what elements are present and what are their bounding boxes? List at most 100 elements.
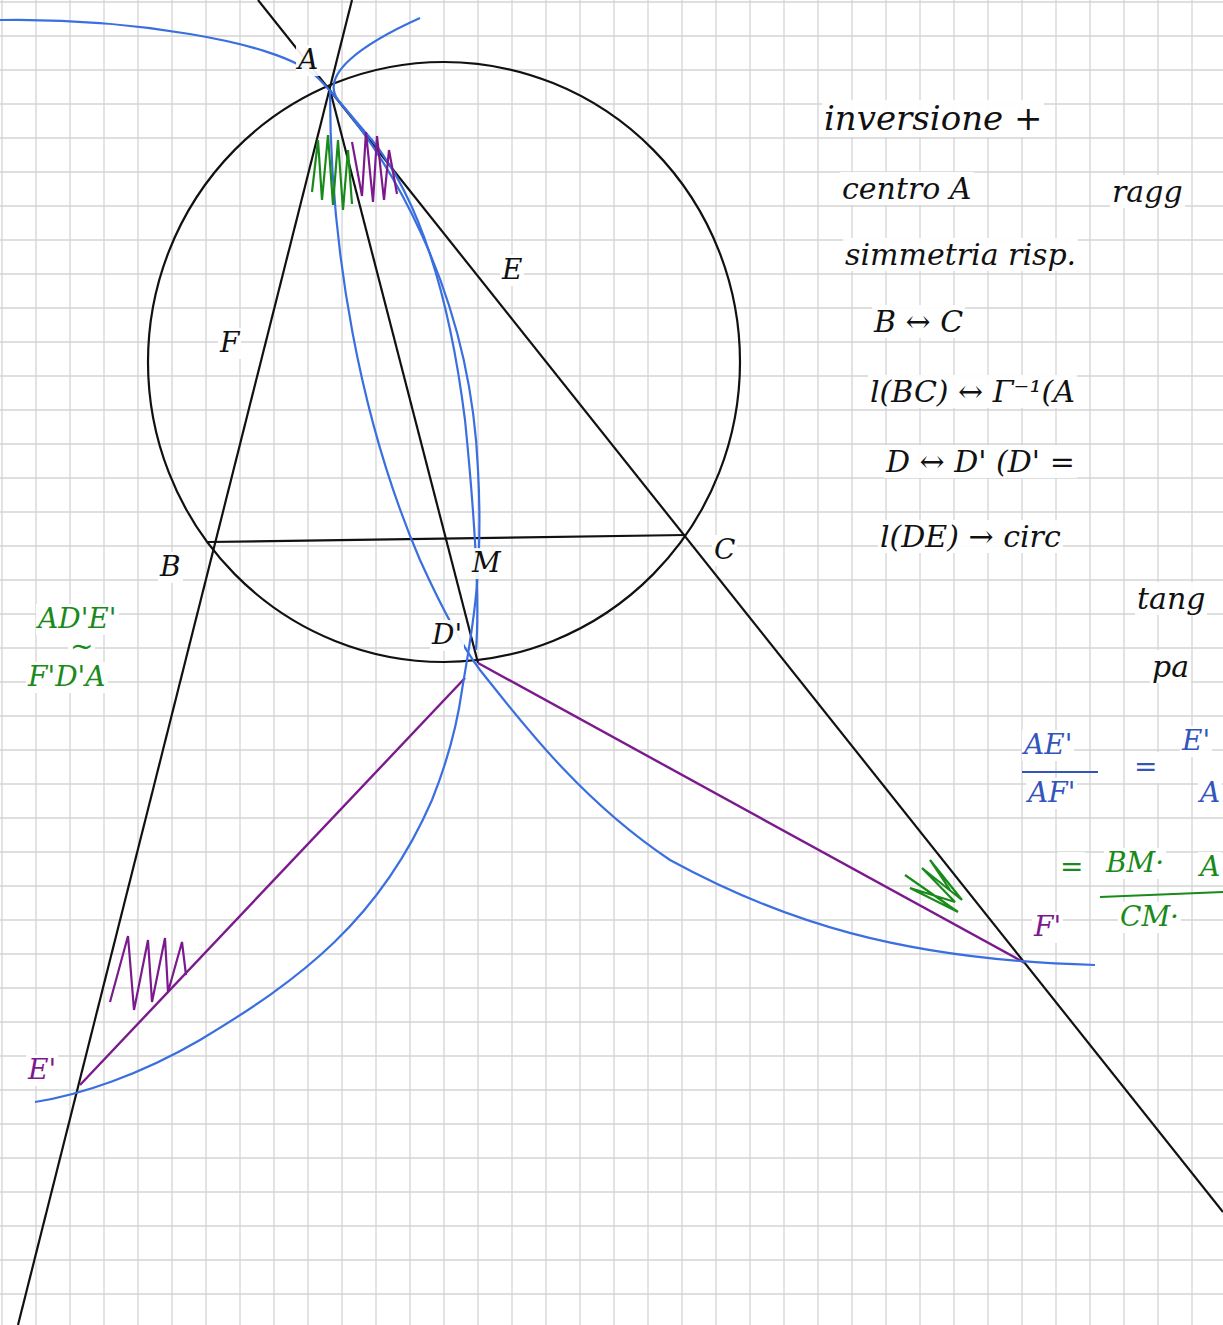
angle-marks <box>110 132 962 1010</box>
grid-line <box>0 1123 1223 1124</box>
grid-line <box>0 205 1223 206</box>
handwritten-note: tang <box>1135 582 1207 615</box>
ratio-term: AE' <box>1022 730 1074 761</box>
ratio-term: BM· <box>1104 848 1166 879</box>
handwritten-note: simmetria risp. <box>843 238 1078 271</box>
grid-line <box>0 579 1223 580</box>
grid-line <box>1055 0 1056 1325</box>
grid-line <box>0 1089 1223 1090</box>
segment-bc <box>208 535 685 542</box>
grid-line <box>0 171 1223 172</box>
point-label: F <box>218 328 241 359</box>
segment-d-e <box>80 678 465 1085</box>
grid-line <box>171 0 172 1325</box>
similarity-note: ~ <box>68 632 95 663</box>
angle-hatch <box>905 860 962 912</box>
grid-line <box>375 0 376 1325</box>
circumcircle <box>148 62 740 662</box>
grid-line <box>1021 0 1022 1325</box>
grid-line <box>0 613 1223 614</box>
grid-line <box>0 987 1223 988</box>
grid-line <box>0 341 1223 342</box>
line-ab <box>18 0 352 1325</box>
handwritten-note: ragg <box>1110 175 1185 208</box>
ratio-term: AF' <box>1026 778 1077 809</box>
grid-line <box>0 715 1223 716</box>
curve <box>0 20 477 650</box>
grid-line <box>1 0 2 1325</box>
grid-line <box>0 817 1223 818</box>
handwritten-note: inversione + <box>822 100 1044 137</box>
grid-line <box>0 1 1223 2</box>
grid-line <box>749 0 750 1325</box>
grid-line <box>0 273 1223 274</box>
fraction-bars <box>1022 772 1223 897</box>
grid-line <box>0 137 1223 138</box>
ratio-term: = <box>1058 852 1085 883</box>
grid-line <box>239 0 240 1325</box>
grid-line <box>545 0 546 1325</box>
ratio-term: A <box>1198 778 1222 809</box>
grid-line <box>0 647 1223 648</box>
grid-line <box>273 0 274 1325</box>
grid-line <box>681 0 682 1325</box>
handwritten-note: B ↔ C <box>872 305 965 338</box>
handwritten-note: l(DE) → circ <box>878 520 1063 553</box>
handwritten-note: l(BC) ↔ Γ⁻¹(A <box>868 375 1077 408</box>
grid-line <box>0 885 1223 886</box>
construction <box>18 0 1223 1325</box>
grid-line <box>715 0 716 1325</box>
point-label: M <box>470 548 503 579</box>
grid-line <box>0 1225 1223 1226</box>
grid-line <box>0 1021 1223 1022</box>
grid-line <box>647 0 648 1325</box>
grid-line <box>0 1191 1223 1192</box>
handwritten-note: D ↔ D' (D' = <box>884 445 1077 478</box>
angle-hatch <box>110 936 186 1010</box>
grid-line <box>1191 0 1192 1325</box>
line-ac <box>258 0 1223 1212</box>
grid-line <box>137 0 138 1325</box>
similarity-note: AD'E' <box>36 604 119 635</box>
grid-line <box>987 0 988 1325</box>
segment-d-f <box>478 663 1025 963</box>
point-label: F' <box>1032 912 1063 943</box>
angle-hatch <box>352 132 397 202</box>
point-label: D' <box>430 620 464 651</box>
point-label: E' <box>26 1055 58 1086</box>
grid-line <box>0 511 1223 512</box>
grid-line <box>0 1055 1223 1056</box>
fraction-bar <box>1022 771 1098 773</box>
line-ad <box>330 90 478 663</box>
point-label: C <box>712 535 737 566</box>
grid-line <box>0 69 1223 70</box>
grid-line <box>579 0 580 1325</box>
similarity-note: F'D'A <box>26 662 108 693</box>
angle-hatch <box>312 135 352 210</box>
grid-line <box>0 851 1223 852</box>
grid-line <box>0 1259 1223 1260</box>
ratio-term: A <box>1198 852 1222 883</box>
grid-line <box>0 409 1223 410</box>
grid-line <box>817 0 818 1325</box>
grid-line <box>307 0 308 1325</box>
handwritten-note: pa <box>1150 650 1191 683</box>
point-label: E <box>500 255 524 286</box>
grid-line <box>205 0 206 1325</box>
ratio-term: = <box>1132 752 1159 783</box>
handwritten-note: centro A <box>840 172 974 205</box>
point-label: A <box>296 45 320 76</box>
grid-line <box>0 1157 1223 1158</box>
triangle-sides <box>80 663 1025 1085</box>
grid-line <box>1089 0 1090 1325</box>
ratio-term: E' <box>1180 726 1212 757</box>
fraction-bar <box>1100 892 1223 897</box>
curve <box>35 18 479 1102</box>
grid-line <box>0 681 1223 682</box>
grid-line <box>0 35 1223 36</box>
grid-line <box>0 1293 1223 1294</box>
point-label: B <box>158 552 183 583</box>
grid-line <box>613 0 614 1325</box>
